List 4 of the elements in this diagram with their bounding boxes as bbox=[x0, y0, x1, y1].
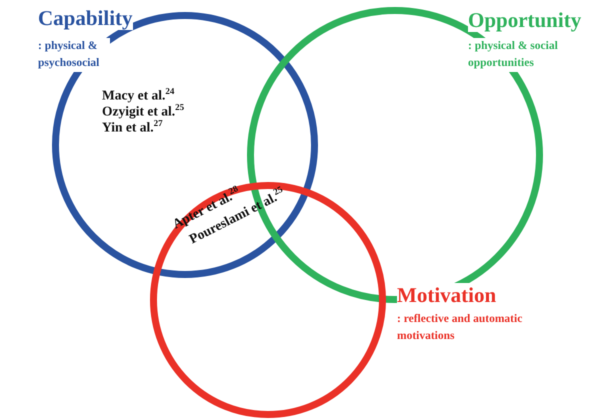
citation: Ozyigit et al.$^{25}$ bbox=[102, 102, 184, 120]
circle-description: : physical & psychosocial bbox=[38, 38, 110, 72]
citation: Yin et al.$^{27}$ bbox=[102, 118, 163, 136]
citation: Macy et al.$^{24}$ bbox=[102, 86, 174, 104]
